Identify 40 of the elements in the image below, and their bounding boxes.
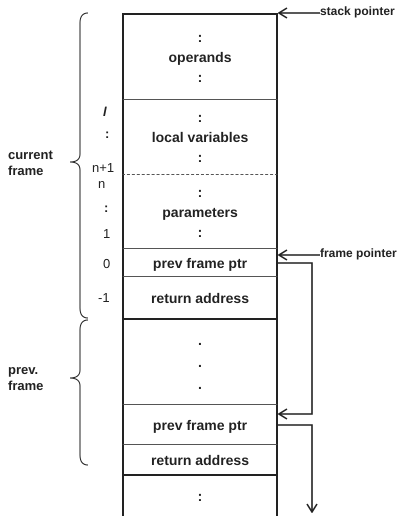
arrow: [278, 262, 313, 420]
index-label: 1: [103, 226, 110, 242]
arrow: [278, 249, 320, 261]
stack-slot: [122, 174, 278, 248]
slot-text: local variables: [152, 128, 248, 147]
slot-text: operands: [168, 48, 232, 67]
frame-label: current frame: [8, 147, 54, 179]
slot-text: :: [198, 68, 202, 87]
slot-text: . . .: [197, 331, 203, 394]
arrow: [278, 424, 318, 513]
slot-text: :: [198, 28, 202, 47]
slot-text: parameters: [162, 202, 238, 222]
index-label: n: [98, 176, 106, 192]
slot-text: :: [198, 182, 202, 202]
stack-slot: [122, 276, 278, 318]
index-label: -1: [98, 290, 110, 306]
stack-slot: [122, 99, 278, 174]
index-label: 0: [103, 256, 110, 272]
stack-slot: [122, 444, 278, 474]
slot-text: :: [198, 222, 202, 242]
arrow: [278, 7, 320, 19]
index-label: :: [105, 126, 110, 142]
index-label: l: [103, 104, 107, 120]
slot-text: return address: [150, 450, 250, 470]
slot-text: prev frame ptr: [152, 416, 248, 434]
stack-slot: [122, 13, 278, 99]
stack-slot: [122, 318, 278, 404]
slot-text: :: [198, 148, 202, 167]
slot-text: :: [198, 487, 202, 506]
stack-slot: [122, 404, 278, 444]
slot-text: return address: [150, 288, 250, 308]
slot-text: prev frame ptr: [152, 254, 248, 272]
frame-label: prev. frame: [8, 362, 44, 394]
index-label: n+1: [92, 160, 114, 176]
pointer-label: frame pointer: [320, 245, 397, 261]
pointer-label: stack pointer: [320, 3, 395, 19]
stack-slot: [122, 474, 278, 516]
index-label: :: [104, 200, 108, 216]
stack-slot: [122, 248, 278, 276]
slot-text: :: [198, 108, 202, 127]
